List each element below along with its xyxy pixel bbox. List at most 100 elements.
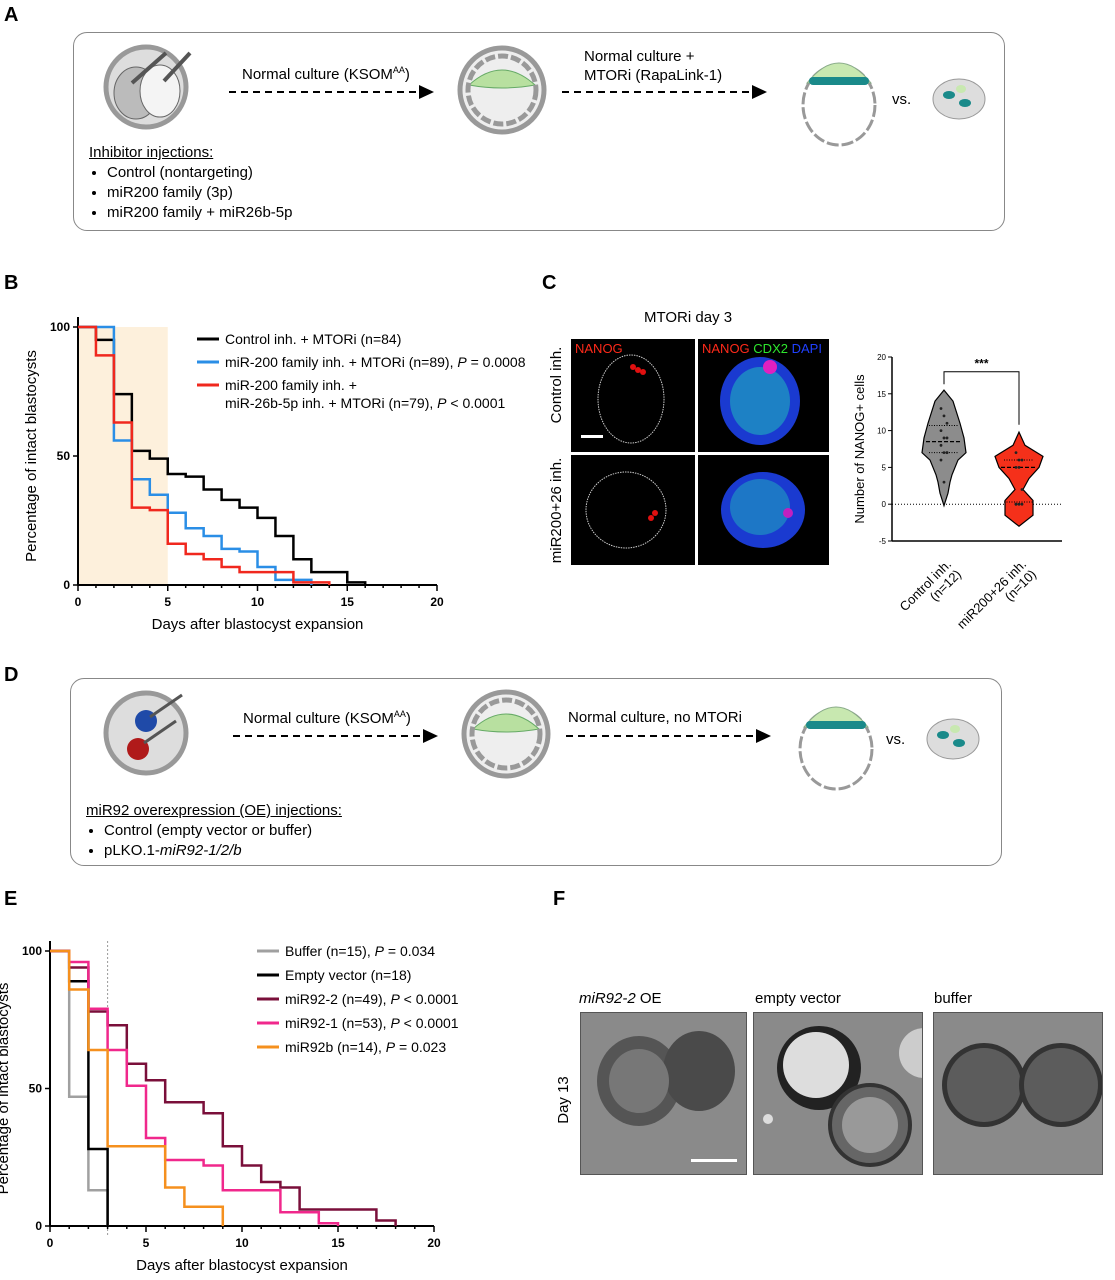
dashed-arrow-1 <box>233 729 438 743</box>
legend-label-2: miR-200 family inh. + <box>225 377 357 393</box>
x-tick-label: 0 <box>75 595 82 609</box>
significance-bracket <box>943 371 1020 425</box>
collapsed-blastocyst-icon <box>932 78 986 120</box>
x-tick-label: 20 <box>427 1236 441 1250</box>
vs-label: vs. <box>886 731 906 748</box>
image-mir92-2-oe <box>580 1012 747 1175</box>
col-label-buffer: buffer <box>934 990 973 1007</box>
arrow-label-2b: MTORi (RapaLink-1) <box>584 67 723 84</box>
panel-a-schematic: Normal culture (KSOMAA) Normal culture +… <box>73 32 1005 231</box>
data-point-1 <box>1017 502 1021 506</box>
data-point-0 <box>945 451 949 455</box>
panel-label-a: A <box>4 4 19 26</box>
row-label-control: Control inh. <box>548 346 565 424</box>
y-tick-label: 100 <box>22 944 42 958</box>
arrow-label-2a: Normal culture + <box>584 48 695 65</box>
series-line-2 <box>50 949 397 1226</box>
x-tick-label: 15 <box>341 595 355 609</box>
series-line-2 <box>78 325 331 585</box>
data-point-0 <box>939 458 943 462</box>
panel-label-b: B <box>4 272 19 294</box>
panel-label-d: D <box>4 664 19 686</box>
data-point-0 <box>939 443 943 447</box>
y-tick-label: 0 <box>63 578 70 592</box>
data-point-0 <box>945 421 949 425</box>
data-point-0 <box>939 429 943 432</box>
embryo-outline <box>581 354 665 444</box>
x-tick-label: 10 <box>251 595 265 609</box>
image-mir200-nanog <box>571 455 695 565</box>
dashed-arrow-2 <box>566 729 771 743</box>
y-tick-label: 50 <box>29 1082 43 1096</box>
y-tick-label: 15 <box>877 390 886 399</box>
dashed-arrow-2 <box>562 85 767 99</box>
col-label-mir92-2: miR92-2 OE <box>579 990 662 1007</box>
data-point-1 <box>1017 458 1021 462</box>
col-label-empty-vector: empty vector <box>755 990 841 1007</box>
data-point-1 <box>1017 466 1021 469</box>
x-axis-label: Days after blastocyst expansion <box>136 1257 348 1274</box>
y-tick-label: 20 <box>877 353 886 362</box>
overexpression-list: miR92 overexpression (OE) injections: Co… <box>86 801 342 861</box>
legend-label-3: miR92-1 (n=53), P < 0.0001 <box>285 1015 459 1031</box>
image-control-merge: NANOG CDX2 DAPI <box>698 339 829 452</box>
injected-zygote-icon <box>103 690 189 776</box>
image-empty-vector <box>753 1012 923 1175</box>
significance-label: *** <box>974 357 988 371</box>
y-tick-label: 100 <box>50 320 70 334</box>
data-point-1 <box>1020 458 1024 462</box>
shaded-region <box>78 327 168 585</box>
series-line-0 <box>78 325 367 585</box>
legend-label-1: miR-200 family inh. + MTORi (n=89), P = … <box>225 354 526 370</box>
y-tick-label: 10 <box>877 427 886 436</box>
y-tick-label: 50 <box>57 449 71 463</box>
panel-d-schematic: Normal culture (KSOMAA) Normal culture, … <box>70 678 1002 866</box>
hatched-blastocyst-icon <box>798 706 874 791</box>
y-tick-label: 0 <box>35 1219 42 1233</box>
y-axis-label: Percentage of intact blastocysts <box>0 983 12 1195</box>
image-buffer <box>933 1012 1103 1175</box>
data-point-1 <box>1014 466 1018 469</box>
legend-label-2-line2: miR-26b-5p inh. + MTORi (n=79), P < 0.00… <box>225 395 505 411</box>
scale-bar <box>691 1159 737 1162</box>
arrow-label-1: Normal culture (KSOM <box>243 710 394 727</box>
x-axis-label: Days after blastocyst expansion <box>152 616 364 633</box>
collapsed-blastocyst-icon <box>926 718 980 760</box>
blastocyst-icon <box>457 45 547 135</box>
legend-label-0: Control inh. + MTORi (n=84) <box>225 331 401 347</box>
scale-bar <box>581 435 603 438</box>
x-tick-label: 5 <box>143 1236 150 1250</box>
violin-1 <box>994 430 1044 528</box>
data-point-0 <box>942 414 946 418</box>
x-tick-label: 10 <box>235 1236 249 1250</box>
legend-label-1: Empty vector (n=18) <box>285 967 411 983</box>
y-tick-label: -5 <box>879 537 887 546</box>
vs-label: vs. <box>892 91 912 108</box>
y-axis-label: Number of NANOG+ cells <box>852 374 867 524</box>
data-point-1 <box>1020 502 1024 506</box>
image-mir200-merge <box>698 455 829 565</box>
panel-c-title: MTORi day 3 <box>644 309 733 326</box>
data-point-0 <box>939 407 943 410</box>
inhibitor-list: Inhibitor injections: Control (nontarget… <box>89 143 293 223</box>
x-tick-label: 15 <box>331 1236 345 1250</box>
series-line-0 <box>50 949 109 1226</box>
data-point-0 <box>942 480 946 484</box>
panel-label-c: C <box>542 272 557 294</box>
x-tick-label: 5 <box>164 595 171 609</box>
row-label-day13: Day 13 <box>555 1076 572 1124</box>
data-point-1 <box>1014 451 1018 455</box>
data-point-1 <box>1020 488 1024 491</box>
blastocyst-icon <box>461 689 551 779</box>
data-point-0 <box>945 436 949 440</box>
legend-label-4: miR92b (n=14), P = 0.023 <box>285 1039 446 1055</box>
legend-label-0: Buffer (n=15), P = 0.034 <box>285 943 435 959</box>
panel-label-f: F <box>553 888 566 910</box>
series-line-1 <box>50 949 109 1226</box>
y-tick-label: 0 <box>882 500 887 509</box>
row-label-mir200: miR200+26 inh. <box>548 457 565 564</box>
injected-zygote-icon <box>103 44 192 130</box>
